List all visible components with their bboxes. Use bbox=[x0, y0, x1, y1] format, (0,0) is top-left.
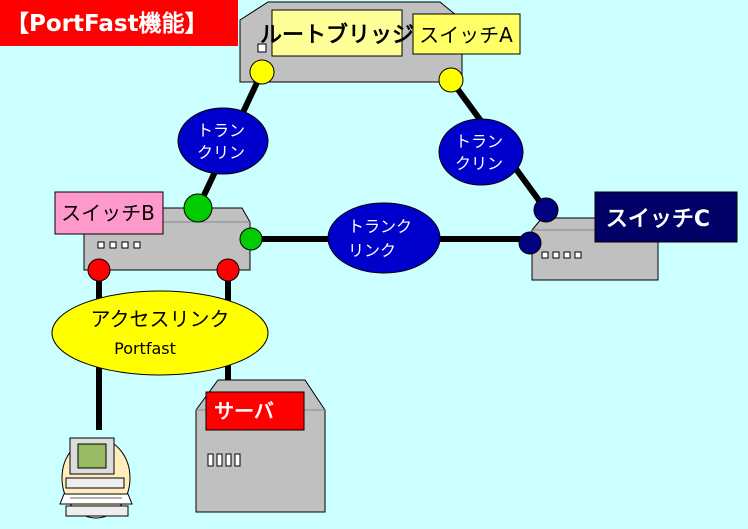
root-bridge-label-box bbox=[271, 9, 403, 57]
root-bridge-label: ルートブリッジ bbox=[260, 22, 414, 48]
trunk-link-bc-line1: トランク bbox=[348, 217, 412, 236]
access-link-bubble: アクセスリンク Portfast bbox=[51, 290, 269, 376]
switch-b-label: スイッチB bbox=[61, 201, 155, 225]
title-box bbox=[0, 0, 238, 46]
trunk-link-c-line1: トラン bbox=[455, 132, 503, 151]
trunk-link-a-line2: クリン bbox=[197, 143, 245, 162]
switch-c-label: スイッチC bbox=[606, 207, 710, 232]
switch-a-port-left bbox=[249, 59, 275, 85]
trunk-link-bubble-c: トラン クリン bbox=[438, 118, 524, 186]
switch-b-port-top bbox=[183, 193, 213, 223]
server-label-box bbox=[205, 391, 305, 431]
switch-c-port-left bbox=[518, 231, 542, 255]
trunk-link-a-line1: トラン bbox=[197, 121, 245, 140]
switch-c-label-box bbox=[594, 191, 738, 243]
pc-icon bbox=[59, 437, 133, 519]
access-link-line1: アクセスリンク bbox=[91, 307, 230, 331]
trunk-link-bubble-a: トラン クリン bbox=[177, 107, 269, 175]
trunk-link-bubble-bc: トランク リンク bbox=[327, 202, 441, 274]
switch-a-label-box bbox=[412, 13, 521, 55]
switch-a-label: スイッチA bbox=[419, 23, 513, 47]
switch-b-port-pc bbox=[87, 258, 111, 282]
switch-a-port-right bbox=[438, 67, 464, 93]
switch-c-port-top bbox=[533, 197, 559, 223]
trunk-link-bc-line2: リンク bbox=[348, 241, 396, 260]
switch-b-label-box bbox=[54, 191, 164, 235]
switch-b-port-server bbox=[216, 258, 240, 282]
trunk-link-c-line2: クリン bbox=[455, 154, 503, 173]
server-label: サーバ bbox=[214, 399, 274, 423]
page-title: 【PortFast機能】 bbox=[6, 10, 208, 37]
access-link-line2: Portfast bbox=[114, 339, 176, 358]
switch-b-port-right bbox=[239, 227, 263, 251]
